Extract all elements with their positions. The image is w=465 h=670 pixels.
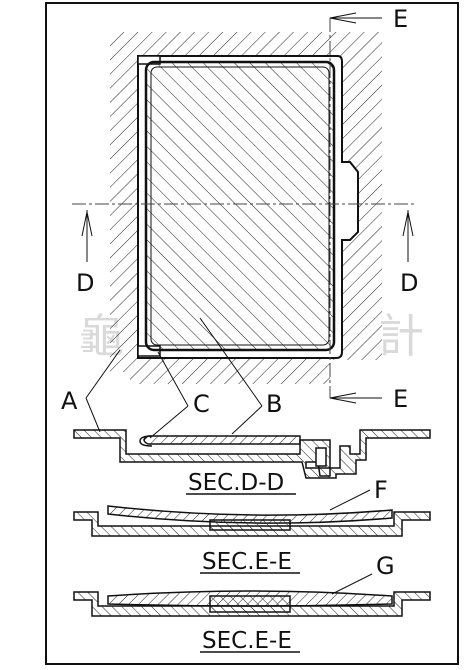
plan-view — [72, 18, 414, 398]
label-c: C — [193, 390, 210, 418]
label-e-bottom: E — [393, 385, 408, 413]
label-d-left: D — [76, 269, 94, 297]
section-title-e-e-1: SEC.E-E — [202, 549, 292, 575]
outer-border — [45, 2, 459, 665]
section-arrows-e — [329, 12, 382, 404]
label-d-right: D — [400, 269, 418, 297]
section-title-d-d: SEC.D-D — [188, 470, 284, 496]
label-a: A — [61, 387, 78, 415]
section-arrows-d — [81, 210, 414, 262]
section-d-d — [73, 429, 431, 479]
label-e-top: E — [393, 5, 408, 33]
leader-lines — [85, 317, 263, 439]
label-f: F — [374, 476, 388, 504]
label-g: G — [376, 552, 395, 580]
section-e-e-1 — [73, 489, 431, 537]
section-title-e-e-2: SEC.E-E — [202, 628, 292, 654]
label-b: B — [266, 390, 282, 418]
section-e-e-2 — [73, 573, 431, 617]
watermark-right: 計 — [378, 309, 424, 363]
